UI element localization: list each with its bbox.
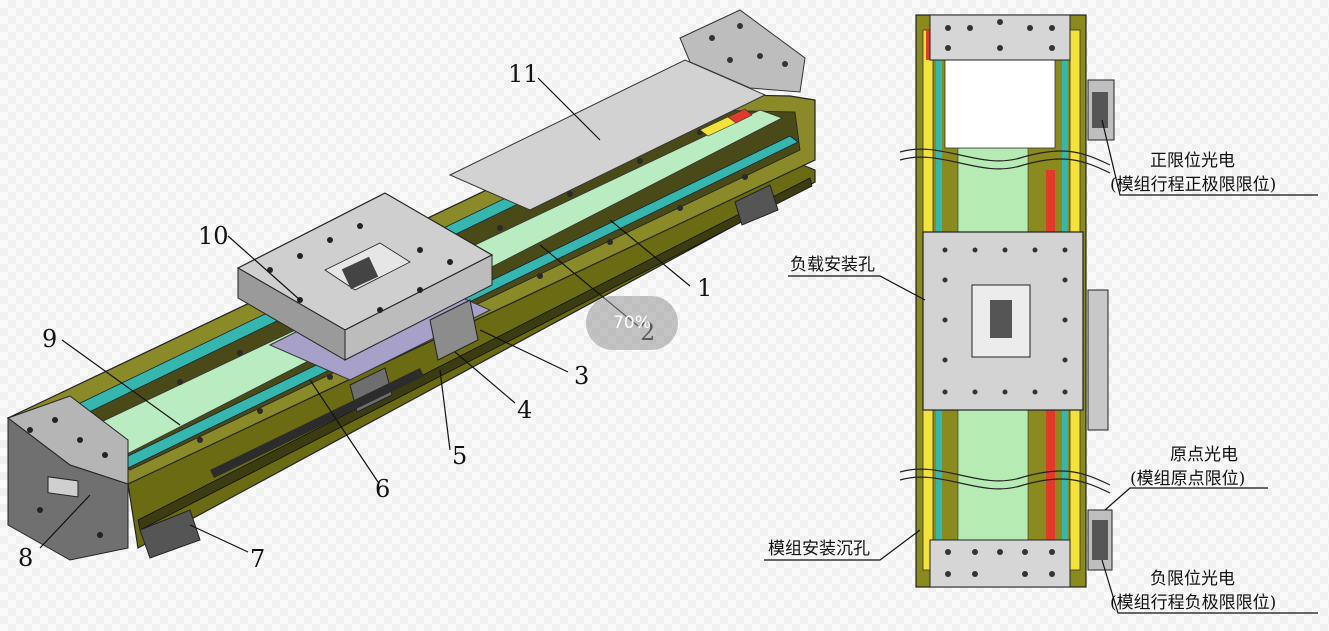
callout-7: 7 (250, 545, 265, 573)
callout-8: 8 (18, 544, 33, 572)
label-neg-limit-title: 负限位光电 (1150, 569, 1235, 589)
leader-lines-left (39, 77, 691, 553)
linear-module-isometric (6, 9, 816, 561)
callout-1: 1 (697, 274, 712, 302)
label-origin-sub: (模组原点限位) (1130, 469, 1245, 489)
label-pos-limit-title: 正限位光电 (1150, 151, 1235, 171)
module-lower-strip (137, 177, 813, 531)
label-neg-limit-sub: (模组行程负极限限位) (1110, 593, 1276, 613)
carriage-plate-front (344, 254, 493, 361)
callout-11: 11 (508, 60, 539, 88)
part-labels: 正限位光电 (模组行程正极限限位) 负载安装孔 原点光电 (模组原点限位) 模组… (768, 151, 1276, 613)
linear-module-top-view (899, 14, 1115, 588)
label-load-mount: 负载安装孔 (790, 255, 875, 275)
callout-3: 3 (574, 362, 589, 390)
callout-4: 4 (517, 396, 532, 424)
callout-9: 9 (42, 325, 57, 353)
callout-6: 6 (375, 475, 390, 503)
top-cover-plate (448, 59, 767, 211)
foot-front (139, 509, 201, 559)
label-module-mount: 模组安装沉孔 (768, 539, 870, 559)
leader-lines-right (764, 119, 1318, 614)
zoom-level-badge[interactable]: 70% (586, 296, 678, 350)
label-origin-title: 原点光电 (1170, 445, 1238, 465)
label-pos-limit-sub: (模组行程正极限限位) (1110, 175, 1276, 195)
foot-rear (734, 184, 779, 226)
callout-5: 5 (452, 442, 467, 470)
callout-10: 10 (198, 222, 229, 250)
rear-end-plate (679, 9, 806, 93)
